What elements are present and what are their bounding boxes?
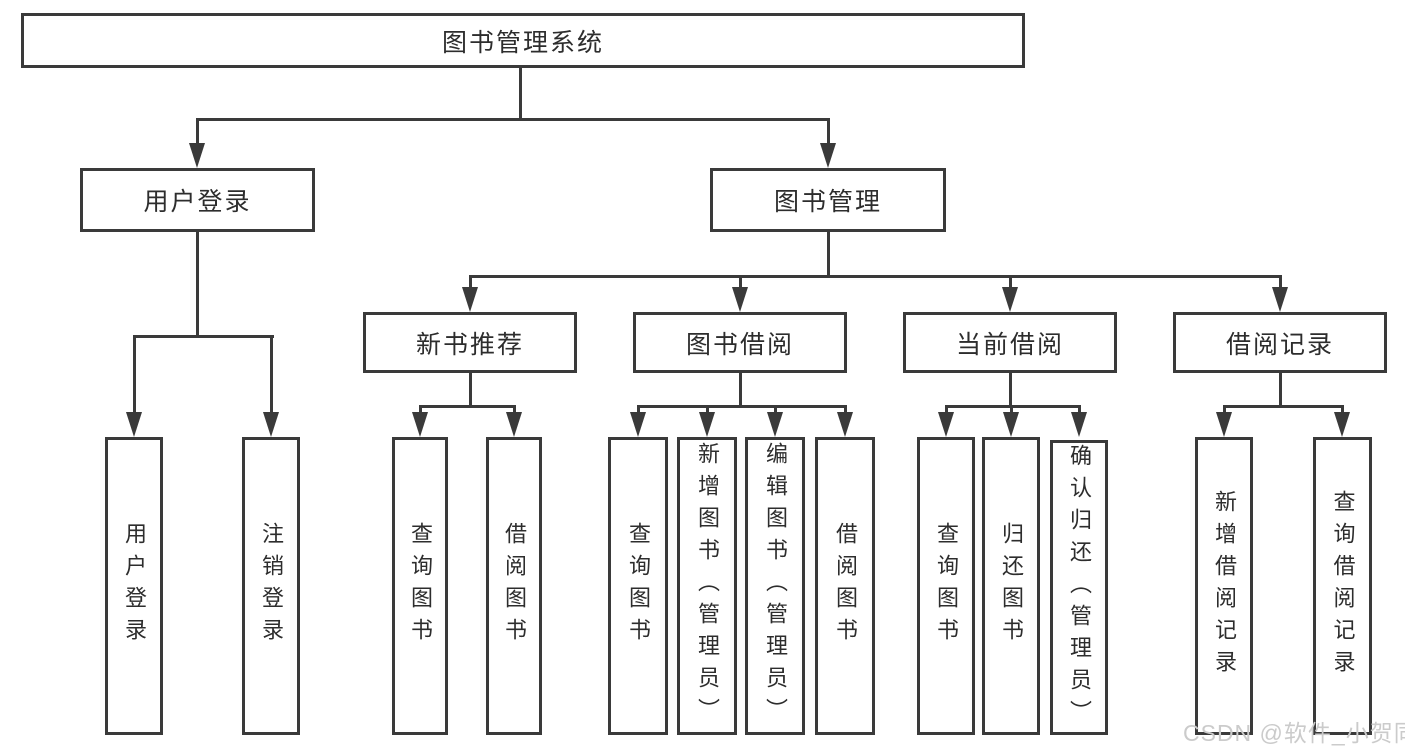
arrowhead-down-icon: [1071, 412, 1087, 437]
leaf-borrowing-edit-book-admin: 编辑图书（管理员）: [745, 437, 805, 735]
arrowhead-down-icon: [630, 412, 646, 437]
connector-line: [739, 373, 742, 408]
node-book-borrowing: 图书借阅: [633, 312, 847, 373]
arrowhead-down-icon: [506, 412, 522, 437]
connector-line: [1010, 405, 1013, 415]
connector-line: [469, 275, 472, 290]
connector-line: [1078, 405, 1081, 415]
leaf-records-add-record: 新增借阅记录: [1195, 437, 1253, 735]
arrowhead-down-icon: [837, 412, 853, 437]
connector-line: [133, 335, 136, 415]
arrowhead-down-icon: [820, 143, 836, 168]
connector-line: [1341, 405, 1344, 415]
leaf-recommend-query-book: 查询图书: [392, 437, 448, 735]
leaf-logout-login: 注销登录: [242, 437, 300, 735]
leaf-current-confirm-return-admin: 确认归还（管理员）: [1050, 440, 1108, 735]
connector-line: [196, 118, 830, 121]
connector-line: [1223, 405, 1226, 415]
connector-line: [419, 405, 516, 408]
connector-line: [637, 405, 640, 415]
node-current-borrowing: 当前借阅: [903, 312, 1117, 373]
arrowhead-down-icon: [1003, 412, 1019, 437]
arrowhead-down-icon: [938, 412, 954, 437]
leaf-current-return-book: 归还图书: [982, 437, 1040, 735]
leaf-borrowing-borrow-book: 借阅图书: [815, 437, 875, 735]
connector-line: [469, 275, 1282, 278]
leaf-current-query-book: 查询图书: [917, 437, 975, 735]
arrowhead-down-icon: [263, 412, 279, 437]
connector-line: [519, 68, 522, 121]
leaf-user-login: 用户登录: [105, 437, 163, 735]
arrowhead-down-icon: [1334, 412, 1350, 437]
connector-line: [270, 335, 273, 415]
connector-line: [637, 405, 847, 408]
connector-line: [739, 275, 742, 290]
connector-line: [945, 405, 1081, 408]
connector-line: [133, 335, 274, 338]
leaf-records-query-record: 查询借阅记录: [1313, 437, 1372, 735]
arrowhead-down-icon: [767, 412, 783, 437]
node-borrowing-records: 借阅记录: [1173, 312, 1387, 373]
connector-line: [774, 405, 777, 415]
arrowhead-down-icon: [1216, 412, 1232, 437]
connector-line: [945, 405, 948, 415]
connector-line: [196, 118, 199, 146]
arrowhead-down-icon: [699, 412, 715, 437]
node-root: 图书管理系统: [21, 13, 1025, 68]
connector-line: [706, 405, 709, 415]
arrowhead-down-icon: [732, 287, 748, 312]
arrowhead-down-icon: [126, 412, 142, 437]
connector-line: [827, 118, 830, 146]
node-user-login: 用户登录: [80, 168, 315, 232]
node-new-book-recommend: 新书推荐: [363, 312, 577, 373]
connector-line: [1009, 373, 1012, 408]
arrowhead-down-icon: [189, 143, 205, 168]
watermark: CSDN @软件_小贺同学: [1183, 720, 1405, 746]
connector-line: [1279, 373, 1282, 408]
connector-line: [469, 373, 472, 408]
connector-line: [844, 405, 847, 415]
connector-line: [1279, 275, 1282, 290]
connector-line: [1009, 275, 1012, 290]
arrowhead-down-icon: [412, 412, 428, 437]
leaf-borrowing-add-book-admin: 新增图书（管理员）: [677, 437, 737, 735]
leaf-borrowing-query-book: 查询图书: [608, 437, 668, 735]
connector-line: [419, 405, 422, 415]
arrowhead-down-icon: [462, 287, 478, 312]
arrowhead-down-icon: [1002, 287, 1018, 312]
connector-line: [513, 405, 516, 415]
leaf-recommend-borrow-book: 借阅图书: [486, 437, 542, 735]
arrowhead-down-icon: [1272, 287, 1288, 312]
node-book-management: 图书管理: [710, 168, 946, 232]
connector-line: [827, 232, 830, 278]
connector-line: [1223, 405, 1344, 408]
connector-line: [196, 232, 199, 338]
